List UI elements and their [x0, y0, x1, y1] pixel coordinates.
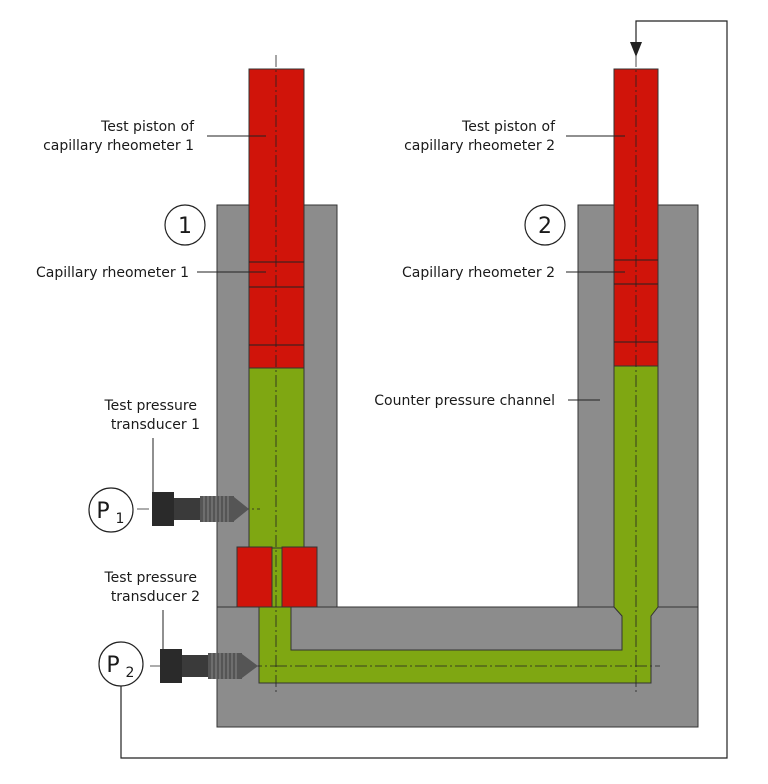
label-piston-1-line-2: capillary rheometer 1 [43, 138, 194, 154]
die-block-left [236, 546, 273, 608]
marker-rheometer-2: 2 [524, 204, 566, 246]
pressure-transducer-2 [160, 649, 258, 683]
svg-text:1: 1 [178, 214, 192, 239]
arrow-down-icon [630, 42, 642, 57]
label-transducer-2-line-2: transducer 2 [111, 589, 200, 605]
label-rheometer-1: Capillary rheometer 1 [36, 265, 189, 281]
svg-text:P: P [106, 653, 119, 678]
label-transducer-1-line-1: Test pressure [104, 398, 198, 414]
marker-rheometer-1: 1 [164, 204, 206, 246]
label-piston-1-line-1: Test piston of [100, 119, 195, 135]
die-block-right [281, 546, 318, 608]
svg-text:2: 2 [126, 665, 135, 681]
svg-text:1: 1 [116, 511, 125, 527]
label-piston-2-line-2: capillary rheometer 2 [404, 138, 555, 154]
bore-left [248, 367, 305, 549]
label-transducer-1-line-2: transducer 1 [111, 417, 200, 433]
feedback-line [120, 20, 728, 759]
svg-text:P: P [96, 499, 109, 524]
piston-1 [248, 68, 305, 369]
leader-lines [152, 135, 625, 649]
marker-p2: P 2 [98, 641, 144, 687]
label-counter-pressure-channel: Counter pressure channel [374, 393, 555, 409]
marker-p1: P 1 [88, 487, 134, 533]
pressure-transducer-1 [152, 492, 249, 526]
svg-text:2: 2 [538, 214, 552, 239]
label-rheometer-2: Capillary rheometer 2 [402, 265, 555, 281]
label-transducer-2-line-1: Test pressure [104, 570, 198, 586]
label-piston-2-line-1: Test piston of [461, 119, 556, 135]
